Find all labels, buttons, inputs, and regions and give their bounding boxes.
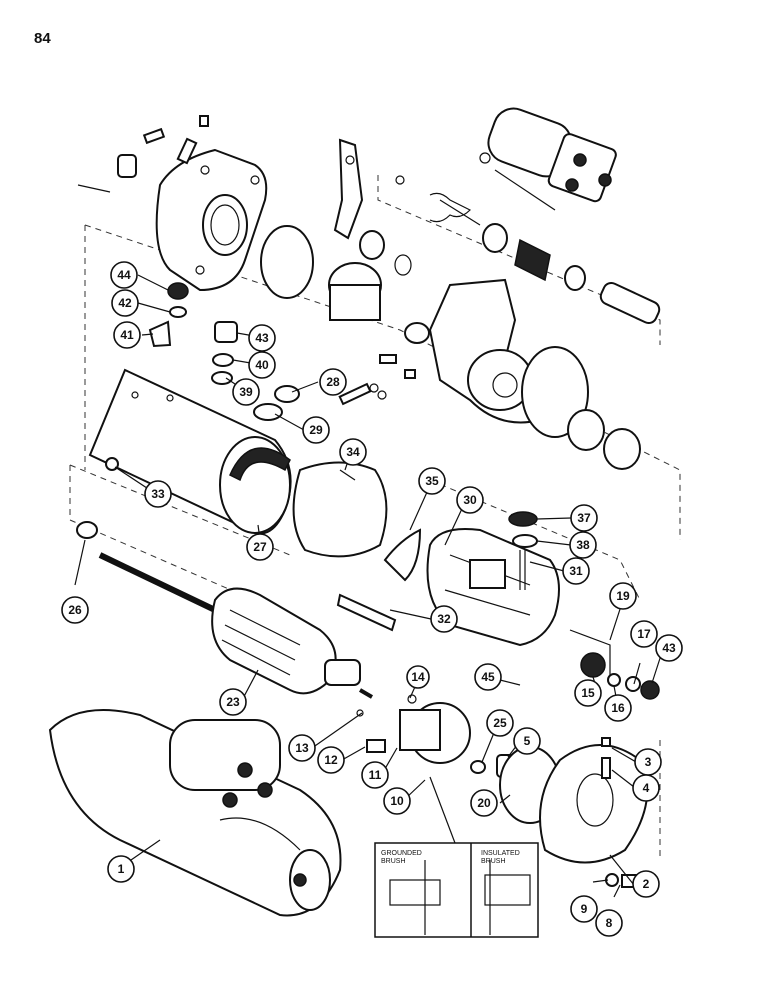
callout-14: 14: [411, 670, 425, 684]
solenoid-switch: [479, 107, 617, 211]
commutator-end-frame: [539, 737, 649, 888]
callout-41: 41: [120, 328, 134, 342]
lever-housing: [404, 278, 542, 424]
field-frame: [88, 368, 292, 535]
callout-33: 33: [151, 487, 165, 501]
thrust-washer: [76, 521, 98, 539]
callout-35: 35: [425, 474, 439, 488]
callout-labels: 1 2 3 4 5 8 9 10 11 12 13 14 15 16 17 19…: [68, 268, 676, 930]
callout-2: 2: [643, 877, 650, 891]
callout-32: 32: [437, 612, 451, 626]
inset-grounded-line2: BRUSH: [381, 858, 406, 865]
armature: [98, 552, 374, 699]
callout-30: 30: [463, 493, 477, 507]
callout-44: 44: [117, 268, 131, 282]
callout-25: 25: [493, 716, 507, 730]
shift-lever: [333, 138, 364, 240]
callout-34: 34: [346, 445, 360, 459]
brush-inset: [374, 776, 539, 938]
callout-20: 20: [477, 796, 491, 810]
callout-28: 28: [326, 375, 340, 389]
pinion-drive-assembly: [328, 230, 412, 321]
terminal-hardware: [148, 282, 238, 385]
terminal-stud-parts: [336, 511, 660, 700]
callout-12: 12: [324, 753, 338, 767]
plunger-spring: [395, 175, 508, 253]
callout-39: 39: [239, 385, 253, 399]
field-coils: [426, 528, 560, 647]
solenoid-plunger: [514, 238, 661, 325]
callout-29: 29: [309, 423, 323, 437]
callout-13: 13: [295, 741, 309, 755]
callout-23: 23: [226, 695, 240, 709]
callout-9: 9: [581, 902, 588, 916]
callout-10: 10: [390, 794, 404, 808]
callout-8: 8: [606, 916, 613, 930]
callout-43-lower: 43: [662, 641, 676, 655]
seal-and-washers: [253, 354, 416, 421]
brush-holder-assembly: [356, 694, 471, 764]
callout-16: 16: [611, 701, 625, 715]
housing-gasket-ring: [260, 225, 314, 299]
callout-leaders: [74, 274, 664, 898]
callout-17: 17: [637, 627, 651, 641]
insulator-strip: [383, 528, 422, 582]
page-number: 84: [34, 30, 51, 47]
callout-27: 27: [253, 540, 267, 554]
housing-o-ring: [521, 346, 589, 438]
assembled-starter-motor: [48, 709, 342, 917]
brush-washer: [470, 760, 486, 774]
small-fasteners-top: [77, 115, 209, 193]
bushing-outer: [603, 428, 641, 470]
callout-40: 40: [255, 358, 269, 372]
pole-shoe: [292, 461, 388, 558]
callout-45: 45: [481, 670, 495, 684]
callout-11: 11: [369, 768, 382, 782]
bushing: [567, 409, 605, 451]
callout-31: 31: [569, 564, 583, 578]
callout-1: 1: [118, 862, 125, 876]
callout-3: 3: [645, 755, 652, 769]
callout-42: 42: [118, 296, 132, 310]
inset-insulated-line1: INSULATED: [481, 850, 520, 857]
callout-38: 38: [576, 538, 590, 552]
callout-26: 26: [68, 603, 82, 617]
callout-43-upper: 43: [255, 331, 269, 345]
drive-housing: [155, 148, 268, 292]
callout-15: 15: [581, 686, 595, 700]
inset-grounded-line1: GROUNDED: [381, 850, 422, 857]
callout-circles: [61, 261, 683, 937]
callout-5: 5: [524, 734, 531, 748]
callout-4: 4: [643, 781, 650, 795]
inset-insulated-line2: BRUSH: [481, 858, 506, 865]
callout-19: 19: [616, 589, 630, 603]
callout-37: 37: [577, 511, 591, 525]
